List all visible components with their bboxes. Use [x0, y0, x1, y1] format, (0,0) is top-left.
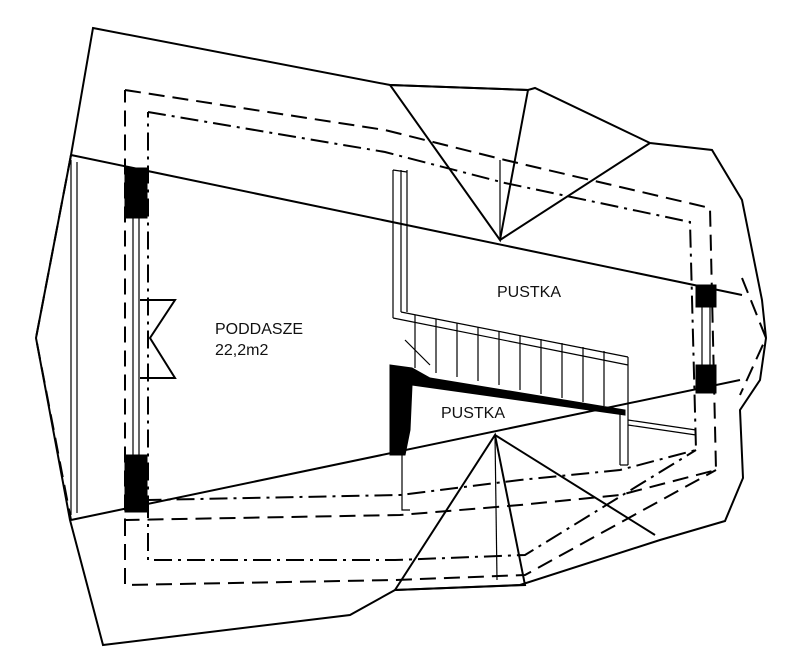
folding-door	[140, 299, 177, 379]
wall-pillar-left-top	[124, 167, 148, 219]
staircase	[392, 311, 629, 466]
small-detail-1	[627, 419, 697, 431]
room-label-void-upper: PUSTKA	[497, 284, 561, 301]
small-detail-2	[627, 424, 697, 436]
wall-pillar-right-bottom	[695, 364, 717, 394]
room-label-void-lower: PUSTKA	[441, 405, 505, 422]
wall-pillar-left-bottom	[124, 454, 148, 513]
dormer-lower-ridge	[494, 434, 498, 581]
roof-hip-right	[739, 277, 768, 396]
room-label-attic: PODDASZE	[215, 321, 303, 338]
stair-wall-lower	[401, 455, 410, 511]
wall-outline-dashed-outer	[124, 89, 718, 522]
dormer-lower-right	[494, 434, 656, 536]
roof-hip-left	[34, 154, 72, 521]
dormer-upper-right	[499, 142, 651, 241]
roof-outline	[34, 26, 768, 647]
room-area-attic: 22,2m2	[215, 342, 268, 359]
dormer-upper	[388, 83, 530, 243]
wall-outline-dashed-inner	[147, 111, 698, 502]
wall-pillar-right-top	[695, 284, 717, 308]
partition-top	[392, 169, 408, 173]
wall-outline-dashdot-lower	[147, 449, 697, 561]
dormer-lower	[393, 432, 527, 592]
wall-outline-dashed-lower	[124, 469, 717, 587]
stair-wall	[389, 364, 626, 456]
